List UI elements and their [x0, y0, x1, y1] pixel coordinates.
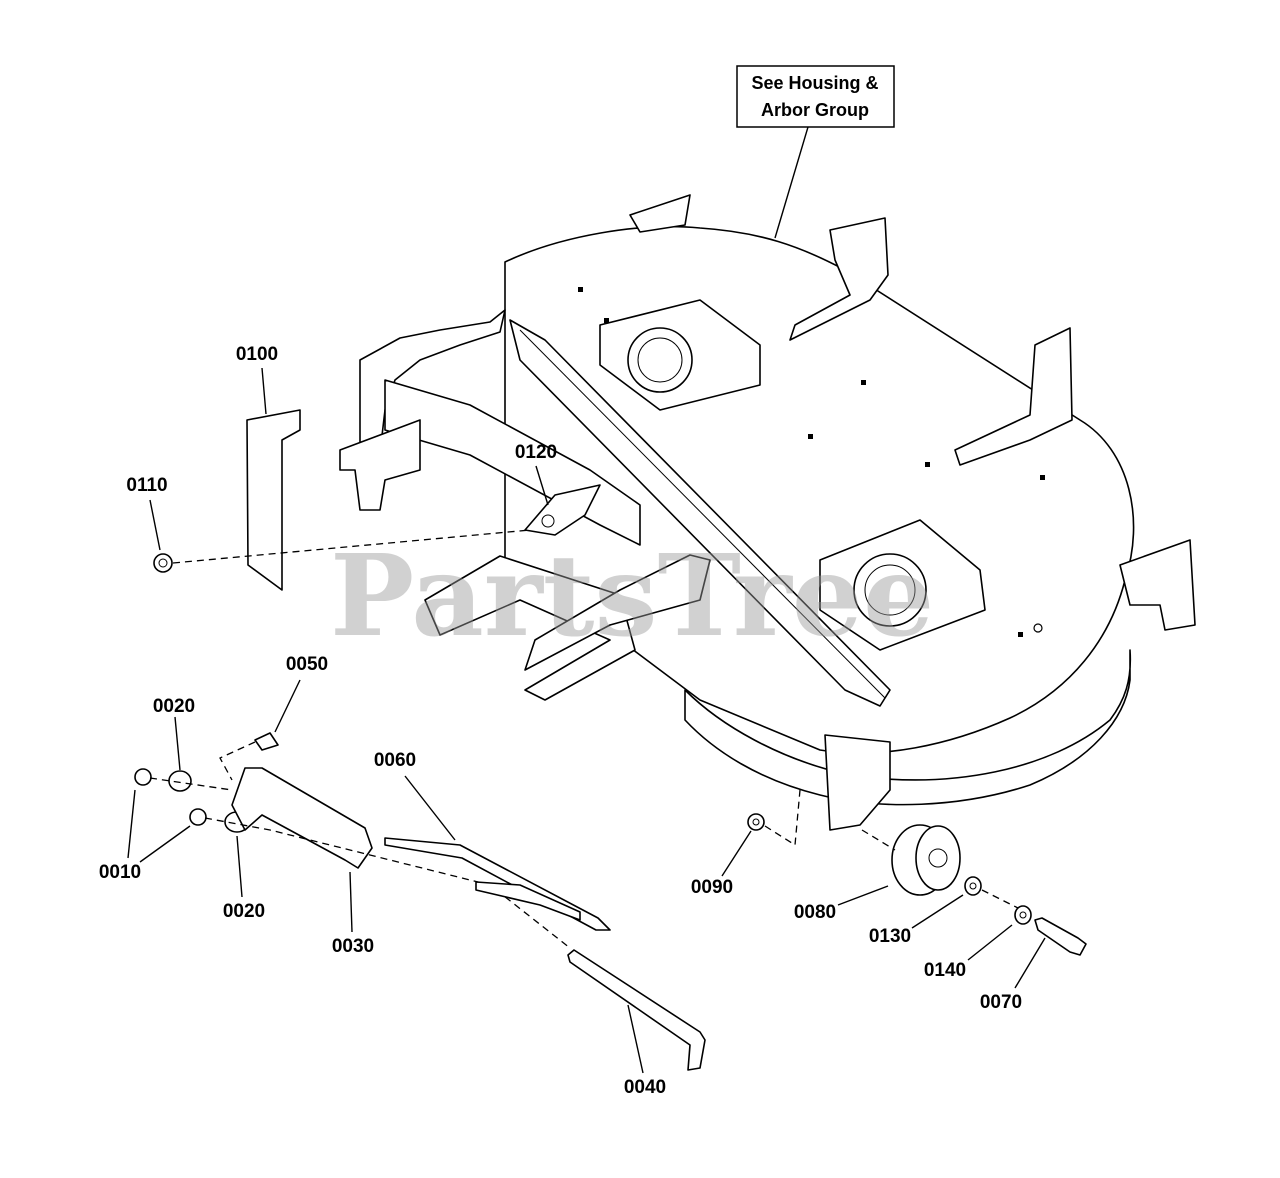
label-0020-lower: 0020	[223, 901, 265, 922]
part-0050-clip: 0050	[219, 654, 328, 781]
callout-line-2: Arbor Group	[761, 100, 869, 120]
part-0070-bolt: 0070	[980, 917, 1087, 1013]
part-0130-washer: 0130	[869, 876, 1019, 947]
label-0060: 0060	[374, 750, 416, 771]
part-0090-nut: 0090	[691, 789, 801, 898]
part-0030-lift-arm: 0030	[149, 767, 571, 957]
label-0020-upper: 0020	[153, 696, 195, 717]
label-0050: 0050	[286, 654, 328, 675]
part-0080-wheel: 0080	[794, 824, 961, 923]
partstree-watermark: PartsTree	[330, 531, 934, 662]
part-0120-tab: 0120	[515, 442, 601, 536]
label-0090: 0090	[691, 877, 733, 898]
label-0070: 0070	[980, 992, 1022, 1013]
label-0120: 0120	[515, 442, 557, 463]
label-0040: 0040	[624, 1077, 666, 1098]
label-0140: 0140	[924, 960, 966, 981]
part-0020-bushing-upper: 0020	[153, 696, 195, 792]
mower-deck-housing	[339, 194, 1196, 831]
label-0110: 0110	[126, 475, 167, 496]
part-0140-washer: 0140	[924, 905, 1032, 981]
part-0060-rod: 0060	[374, 750, 611, 931]
label-0130: 0130	[869, 926, 911, 947]
callout-line-1: See Housing &	[751, 73, 878, 93]
housing-arbor-callout: See Housing & Arbor Group	[736, 65, 895, 239]
part-0010-nut: 0010	[99, 768, 207, 883]
part-0100-plate: 0100	[236, 344, 301, 591]
label-0010: 0010	[99, 862, 141, 883]
part-0110-nut: 0110	[126, 475, 531, 573]
label-0080: 0080	[794, 902, 836, 923]
part-0040-rod: 0040	[567, 949, 706, 1098]
label-0030: 0030	[332, 936, 374, 957]
label-0100: 0100	[236, 344, 278, 365]
